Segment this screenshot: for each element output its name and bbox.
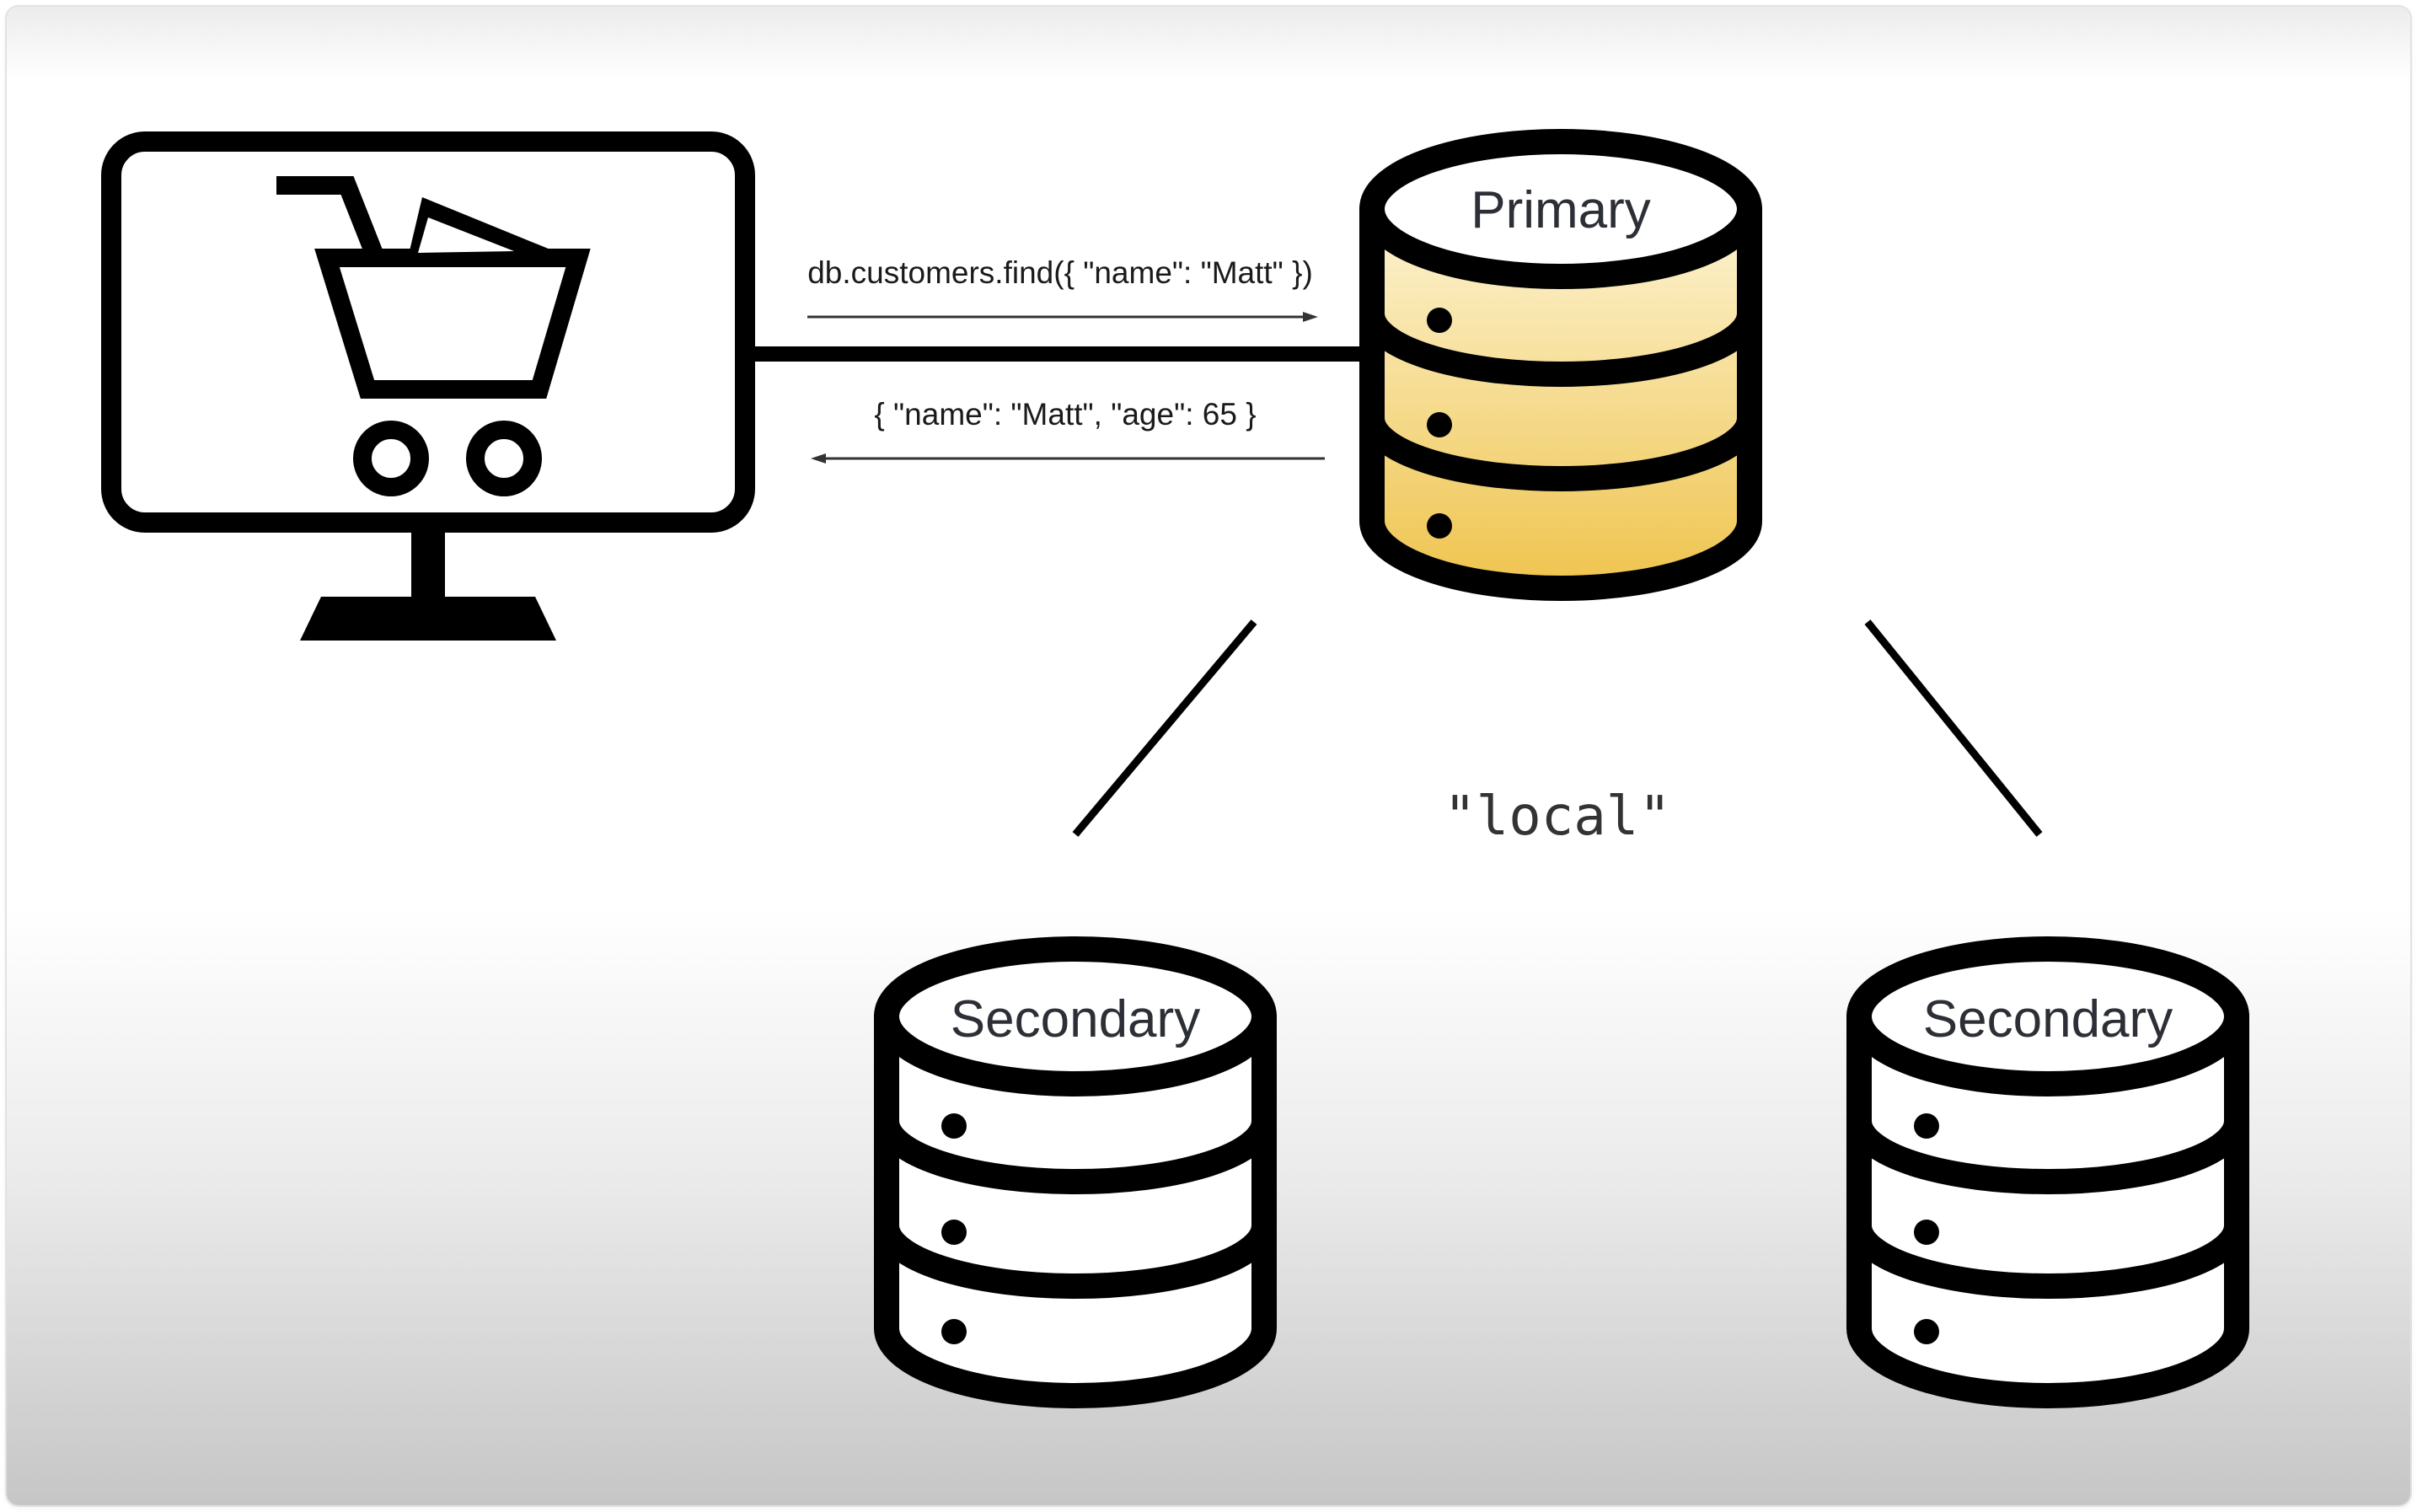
- diagram-frame: db.customers.find({ "name": "Matt" }) { …: [7, 7, 2410, 1505]
- secondary-database-left-icon: [874, 936, 1277, 1408]
- primary-label: Primary: [1471, 181, 1651, 239]
- primary-secondary-right-link: [1864, 619, 2043, 837]
- read-concern-label: "local": [1444, 785, 1671, 848]
- shopping-cart-monitor-icon: [101, 131, 755, 641]
- request-arrow: [807, 312, 1318, 322]
- primary-secondary-left-link: [1072, 619, 1257, 837]
- secondary-right-label: Secondary: [1923, 990, 2173, 1048]
- primary-database-icon: [1359, 129, 1762, 601]
- monitor-base: [300, 597, 556, 641]
- response-arrow: [811, 453, 1325, 464]
- monitor-neck: [411, 523, 445, 607]
- secondary-left-label: Secondary: [951, 990, 1200, 1048]
- response-text: { "name": "Matt", "age": 65 }: [874, 397, 1256, 432]
- query-text: db.customers.find({ "name": "Matt" }): [807, 255, 1313, 290]
- replica-set-read-diagram: db.customers.find({ "name": "Matt" }) { …: [101, 129, 2249, 1408]
- secondary-database-right-icon: [1846, 936, 2249, 1408]
- cart-icon: [276, 176, 591, 496]
